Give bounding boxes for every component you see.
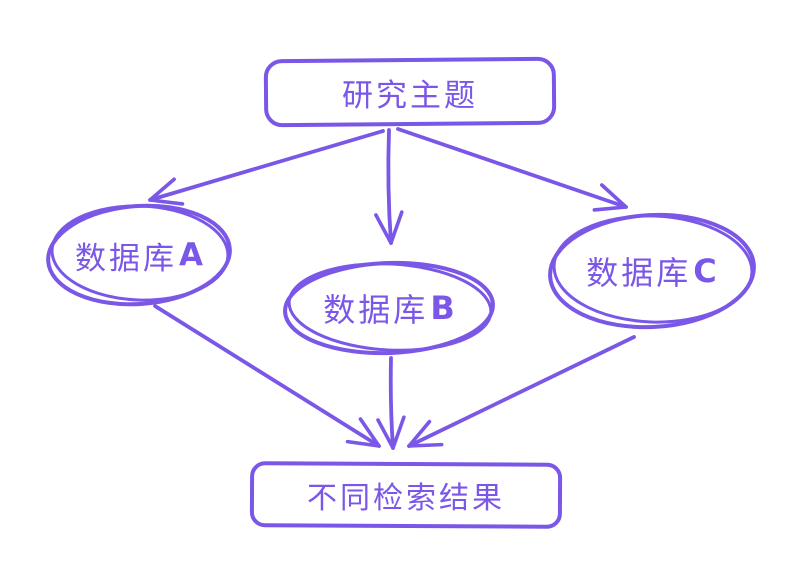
topic-node-shape	[263, 56, 557, 128]
arrow-database-c-to-result	[407, 335, 636, 448]
topic-node-label: 研究主题	[342, 77, 478, 114]
database-b-label: 数据库 B	[285, 263, 493, 353]
arrow-database-a-to-result	[153, 304, 381, 448]
arrow-topic-to-database-a	[148, 129, 385, 206]
result-node-label: 不同检索结果	[307, 481, 505, 516]
database-c-letter: C	[693, 252, 717, 290]
database-a-shape-sketch	[50, 204, 230, 302]
arrow-topic-to-database-c	[396, 127, 628, 212]
database-b-shape-sketch	[287, 262, 493, 352]
database-c-label: 数据库 C	[550, 215, 753, 327]
database-b-label-text: 数据库	[323, 291, 429, 329]
database-c-shape-sketch	[552, 214, 754, 324]
database-b-letter: B	[430, 289, 455, 327]
database-a-letter: A	[179, 237, 203, 273]
arrow-database-b-to-result	[376, 356, 406, 450]
result-node-shape	[249, 461, 563, 529]
database-a-label-text: 数据库	[75, 240, 177, 277]
arrow-topic-to-database-b	[374, 128, 404, 245]
database-a-label: 数据库 A	[48, 206, 230, 304]
database-c-label-text: 数据库	[586, 254, 692, 292]
